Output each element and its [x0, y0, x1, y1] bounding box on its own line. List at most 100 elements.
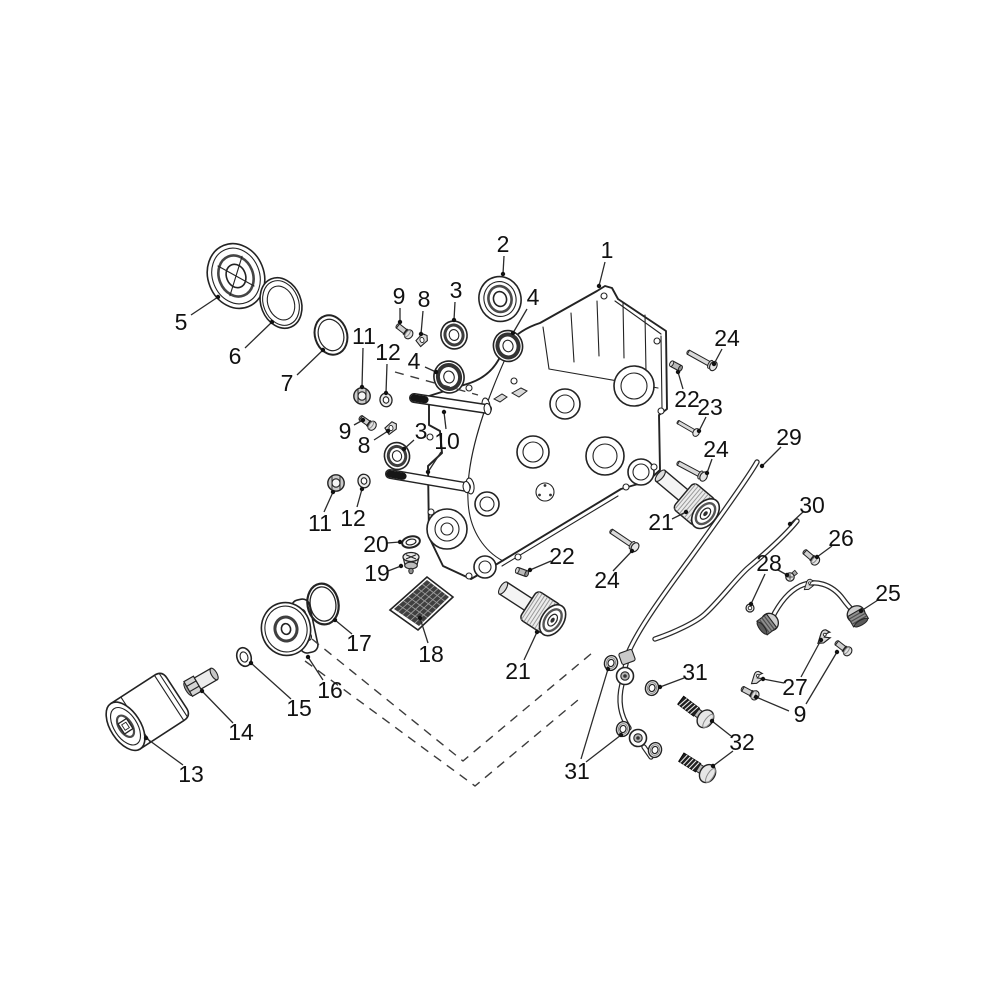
leader-line-7 — [296, 349, 324, 376]
leader-line-32 — [712, 750, 734, 767]
leader-line-25 — [860, 599, 879, 612]
leader-line-10 — [443, 411, 447, 430]
leader-line-12 — [356, 488, 363, 508]
leader-dot-12 — [359, 486, 365, 492]
leader-line-27 — [800, 639, 822, 678]
part-16-filter-adapter — [260, 598, 319, 657]
callout-8: 8 — [418, 286, 431, 312]
callout-26: 26 — [828, 525, 854, 551]
callout-24: 24 — [714, 325, 740, 351]
leader-line-26 — [816, 545, 833, 558]
leader-dot-11 — [359, 384, 365, 390]
leader-dot-16 — [305, 654, 311, 660]
leader-dot-10 — [425, 469, 431, 475]
leader-line-6 — [244, 321, 273, 349]
leader-line-27 — [762, 678, 785, 684]
callout-4: 4 — [527, 284, 540, 310]
leader-dot-3 — [401, 446, 407, 452]
part-32-banjo-bolt — [674, 691, 718, 732]
leader-dot-11 — [330, 489, 336, 495]
leader-line-5 — [190, 296, 219, 316]
callout-32: 32 — [729, 729, 755, 755]
leader-line-31 — [659, 677, 685, 688]
leader-dot-31 — [618, 732, 624, 738]
callout-23: 23 — [697, 394, 723, 420]
part-6-washer — [259, 276, 303, 330]
leader-dot-20 — [397, 539, 403, 545]
callout-11: 11 — [308, 510, 332, 536]
callout-10: 10 — [434, 428, 460, 454]
part-22-pin — [514, 566, 530, 578]
leader-dot-9 — [753, 694, 759, 700]
leader-dot-24 — [629, 548, 635, 554]
callout-21: 21 — [648, 509, 674, 535]
callout-19: 19 — [364, 560, 390, 586]
leader-line-9 — [755, 696, 790, 712]
leader-line-13 — [145, 737, 184, 766]
leader-line-9 — [805, 651, 838, 705]
callout-8: 8 — [358, 432, 371, 458]
banjo-union-lower — [628, 728, 648, 748]
part-31-washer — [602, 653, 620, 673]
leader-dot-3 — [451, 317, 457, 323]
leader-dot-9 — [397, 319, 403, 325]
leader-line-22 — [529, 560, 552, 571]
leader-line-17 — [334, 619, 353, 635]
part-11-nut — [353, 387, 371, 405]
assembly-axis-lines — [304, 371, 593, 787]
leader-dot-9 — [360, 417, 366, 423]
part-11-nut — [327, 474, 345, 492]
callout-22: 22 — [674, 386, 700, 412]
leader-line-11 — [323, 491, 334, 513]
part-25-oil-pipe — [753, 577, 871, 638]
leader-line-22 — [677, 371, 684, 390]
banjo-union-upper — [615, 666, 635, 686]
leader-line-4 — [512, 308, 528, 334]
leader-line-18 — [419, 617, 429, 644]
leader-dot-27 — [818, 637, 824, 643]
callout-11: 11 — [352, 323, 376, 349]
leader-line-12 — [385, 363, 388, 394]
callout-9: 9 — [393, 283, 406, 309]
callout-30: 30 — [799, 492, 825, 518]
callout-7: 7 — [281, 370, 294, 396]
leader-line-19 — [387, 565, 402, 572]
leader-line-31 — [585, 734, 622, 763]
callout-14: 14 — [228, 719, 254, 745]
callout-4: 4 — [408, 348, 421, 374]
part-22-pin — [668, 359, 684, 373]
part-4-oil-seal — [433, 360, 465, 394]
leader-dot-18 — [417, 615, 423, 621]
leader-line-24 — [713, 348, 723, 365]
leader-line-15 — [250, 662, 292, 700]
leader-line-14 — [201, 690, 234, 724]
callout-18: 18 — [418, 641, 444, 667]
leader-line-11 — [361, 347, 364, 388]
housing-lugs — [492, 387, 528, 403]
leader-line-3 — [453, 301, 456, 321]
part-5-bearing — [206, 242, 266, 310]
callout-12: 12 — [375, 339, 401, 365]
callout-17: 17 — [346, 630, 372, 656]
part-21-knob — [490, 570, 573, 642]
part-14-fitting — [183, 667, 219, 698]
leader-line-23 — [698, 416, 707, 432]
leader-dot-4 — [433, 369, 439, 375]
leader-line-32 — [711, 720, 732, 737]
part-10-shaft — [409, 393, 492, 416]
leader-dot-24 — [711, 361, 717, 367]
leader-dot-5 — [215, 294, 221, 300]
leader-dot-1 — [596, 283, 602, 289]
callout-1: 1 — [601, 237, 614, 263]
leader-dot-27 — [760, 676, 766, 682]
leader-dot-19 — [398, 563, 404, 569]
callout-9: 9 — [794, 701, 807, 727]
leader-line-2 — [502, 255, 505, 275]
part-3-bearing — [383, 441, 411, 471]
part-10-shaft — [385, 469, 471, 494]
leader-dot-31 — [657, 684, 663, 690]
leader-dot-15 — [248, 660, 254, 666]
leader-dot-2 — [500, 271, 506, 277]
part-9-bolt — [738, 683, 762, 702]
